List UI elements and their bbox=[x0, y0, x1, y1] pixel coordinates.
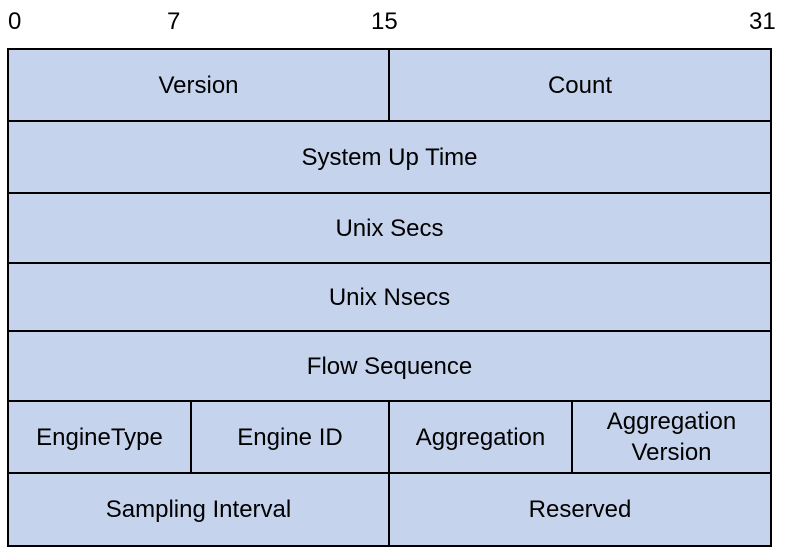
row-version-count: Version Count bbox=[9, 50, 770, 122]
field-engine-id: Engine ID bbox=[192, 402, 390, 472]
field-aggregation-version: Aggregation Version bbox=[606, 408, 737, 466]
field-flow-sequence: Flow Sequence bbox=[306, 352, 473, 380]
row-unix-nsecs: Unix Nsecs bbox=[9, 264, 770, 332]
field-count: Count bbox=[547, 71, 613, 99]
field-version: Version bbox=[9, 50, 390, 120]
row-engine-aggregation: EngineType Engine ID Aggregation Aggrega… bbox=[9, 402, 770, 474]
field-sampling-interval: Sampling Interval bbox=[9, 474, 390, 545]
bit-label-15: 15 bbox=[371, 8, 398, 35]
field-reserved: Reserved bbox=[528, 496, 632, 523]
netflow-header-diagram: Version Count System Up Time Unix Secs U… bbox=[7, 48, 772, 547]
field-engine-type: EngineType bbox=[9, 402, 192, 472]
row-flow-sequence: Flow Sequence bbox=[9, 332, 770, 402]
row-unix-secs: Unix Secs bbox=[9, 194, 770, 264]
field-system-up-time: System Up Time bbox=[301, 143, 478, 171]
field-unix-secs: Unix Secs bbox=[335, 214, 444, 242]
field-unix-nsecs: Unix Nsecs bbox=[328, 283, 451, 311]
bit-label-31: 31 bbox=[749, 8, 776, 35]
row-sampling-reserved: Sampling Interval Reserved bbox=[9, 474, 770, 545]
row-system-up-time: System Up Time bbox=[9, 122, 770, 194]
bit-label-0: 0 bbox=[8, 8, 22, 35]
bit-label-7: 7 bbox=[167, 8, 181, 35]
field-aggregation: Aggregation bbox=[390, 402, 573, 472]
